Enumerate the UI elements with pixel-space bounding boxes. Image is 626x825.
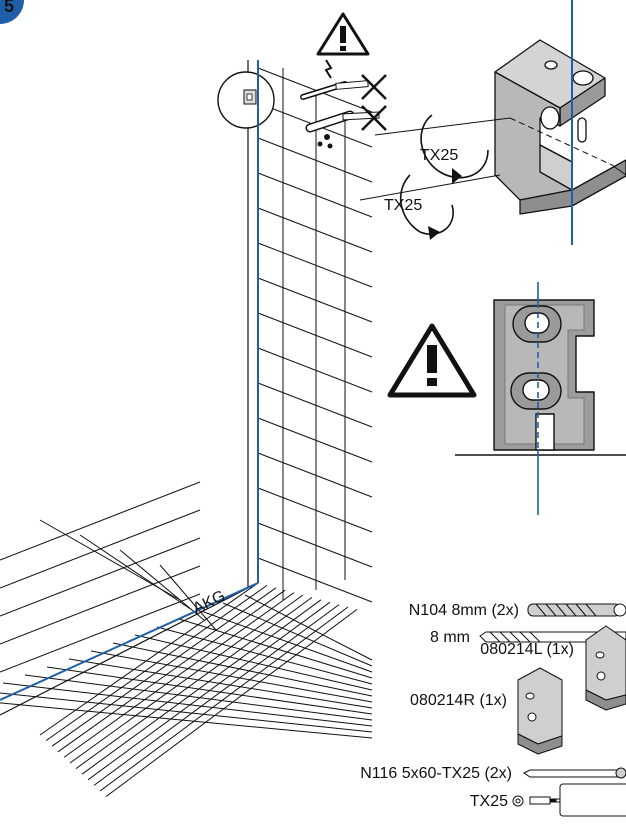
wall-plug-icon (527, 603, 626, 617)
grid-line (257, 382, 373, 428)
bracket-perspective (494, 39, 626, 215)
grid-line (200, 610, 373, 673)
bracket-left-icon (585, 625, 626, 711)
grid-line (39, 582, 259, 736)
grid-line (0, 509, 201, 589)
no-drill-water-icon (305, 105, 387, 149)
grid-line (257, 522, 373, 568)
grid-line (105, 608, 358, 798)
grid-line (24, 674, 373, 721)
grid-line (69, 594, 304, 764)
grid-line (87, 601, 331, 781)
rotation-label-upper: TX25 (420, 147, 458, 164)
rotation-arrow-lower (399, 174, 454, 240)
screwdriver-icon (512, 783, 626, 817)
grid-line (0, 702, 373, 739)
floor-tile-grid (0, 481, 373, 798)
grid-line (257, 137, 373, 183)
warning-icon (316, 12, 370, 56)
step-badge: 5 (0, 0, 24, 24)
grid-line (156, 626, 373, 685)
grid-line (257, 67, 373, 113)
svg-text:5: 5 (4, 0, 14, 16)
grid-line (257, 207, 373, 253)
part-label-tx25: TX25 (470, 793, 508, 810)
grid-line (63, 592, 295, 758)
part-label-080214r: 080214R (1x) (410, 692, 507, 709)
grid-line (57, 589, 286, 753)
grid-line (119, 549, 205, 621)
part-label-drill: 8 mm (430, 629, 470, 646)
akg-line (0, 60, 259, 701)
grid-line (79, 534, 193, 611)
grid-line (51, 587, 277, 747)
grid-line (257, 242, 373, 288)
grid-line (112, 642, 373, 697)
drill-axis-lines (359, 117, 626, 201)
grid-line (0, 481, 201, 561)
rotation-label-lower: TX25 (384, 197, 422, 214)
grid-line (257, 277, 373, 323)
detail-circle (217, 71, 275, 129)
wall-tile-grid (257, 67, 373, 603)
grid-line (222, 602, 373, 667)
grid-line (159, 564, 217, 631)
bracket-right-icon (517, 667, 563, 755)
grid-line (0, 565, 201, 645)
grid-line (134, 634, 373, 691)
grid-line (257, 347, 373, 393)
part-label-n104: N104 8mm (2x) (409, 602, 519, 619)
grid-line (0, 692, 373, 733)
rotation-arrow-upper (420, 114, 489, 184)
grid-line (99, 606, 349, 792)
bracket-front-view (493, 299, 595, 451)
grid-line (257, 312, 373, 358)
part-label-n116: N116 5x60-TX25 (2x) (360, 765, 512, 782)
part-label-080214l: 080214L (1x) (480, 641, 574, 658)
grid-line (0, 537, 201, 617)
warning-icon (387, 323, 477, 398)
screw-icon (523, 767, 626, 779)
no-drill-electric-icon (300, 59, 387, 100)
grid-line (257, 557, 373, 603)
grid-line (81, 599, 322, 775)
grid-line (0, 593, 201, 673)
grid-line (75, 596, 313, 770)
grid-line (46, 666, 373, 715)
grid-line (257, 452, 373, 498)
grid-line (257, 417, 373, 463)
grid-line (90, 650, 373, 703)
grid-line (68, 658, 373, 709)
wall-corner (0, 60, 249, 716)
akg-label: AKG (190, 588, 228, 618)
grid-line (257, 487, 373, 533)
grid-line (244, 594, 373, 661)
grid-line (93, 604, 340, 786)
grid-line (257, 172, 373, 218)
grid-line (178, 618, 373, 679)
grid-line (2, 682, 373, 727)
